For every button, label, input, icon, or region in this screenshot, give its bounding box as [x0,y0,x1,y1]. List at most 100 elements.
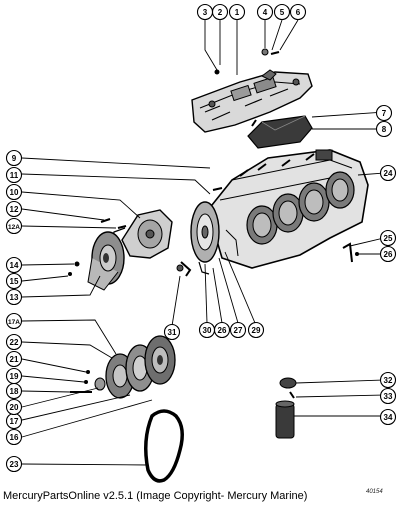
callout-16: 16 [5,428,23,446]
callout-number: 7 [382,109,387,118]
callout-number: 5 [280,8,285,17]
callout-8: 8 [375,120,393,138]
callout-number: 30 [203,326,212,335]
callout-number: 4 [263,8,268,17]
callout-25: 25 [379,229,397,247]
callout-circle [5,367,23,385]
callout-circle [379,245,397,263]
callout-circle [5,200,23,218]
callout-30: 30 [198,321,216,339]
oil-filter-drawing [275,377,297,439]
callout-31: 31 [163,323,181,341]
callout-number: 14 [10,261,19,270]
callout-circle [379,164,397,182]
manifold-hardware-drawing [214,48,280,75]
copyright-footer: MercuryPartsOnline v2.5.1 (Image Copyrig… [3,490,308,502]
callout-18: 18 [5,382,23,400]
water-pump-drawing [100,209,173,259]
callout-number: 16 [10,433,19,442]
timing-cover-drawing [190,187,223,275]
callout-21: 21 [5,350,23,368]
callout-33: 33 [379,387,397,405]
callout-number: 10 [10,188,19,197]
callout-number: 11 [10,171,19,180]
callout-number: 17A [8,319,20,326]
callout-14: 14 [5,256,23,274]
callout-5: 5 [273,3,291,21]
dipstick-tube-drawing [342,242,359,263]
callout-circle [5,217,23,235]
callout-number: 31 [168,328,177,337]
callout-circle [289,3,307,21]
callout-26: 26 [213,321,231,339]
callout-number: 33 [384,392,393,401]
callout-number: 15 [10,277,19,286]
callout-9: 9 [5,149,23,167]
callout-circle [228,3,246,21]
callout-circle [163,323,181,341]
callout-circle [5,428,23,446]
callout-19: 19 [5,367,23,385]
callout-number: 2 [218,8,223,17]
callout-circle [5,166,23,184]
callout-number: 12A [8,224,20,231]
crankshaft-pulley-drawing [70,335,176,399]
callout-number: 1 [235,8,240,17]
callout-circle [5,256,23,274]
callout-number: 23 [10,460,19,469]
callout-number: 25 [384,234,393,243]
callout-22: 22 [5,333,23,351]
callout-2: 2 [211,3,229,21]
callout-29: 29 [247,321,265,339]
callout-circle [196,3,214,21]
callout-number: 9 [12,154,17,163]
callout-circle [379,387,397,405]
callout-circle [379,229,397,247]
callout-circle [247,321,265,339]
callout-3: 3 [196,3,214,21]
callout-circle [5,333,23,351]
callout-circle [379,371,397,389]
drive-belt-drawing [144,409,184,483]
callout-number: 27 [234,326,243,335]
callout-circle [5,288,23,306]
callout-number: 6 [296,8,301,17]
callout-number: 8 [382,125,387,134]
water-pump-pulley-drawing [87,231,125,291]
callout-12a: 12A [5,217,23,235]
callout-number: 26 [384,250,393,259]
callout-1: 1 [228,3,246,21]
callout-circle [256,3,274,21]
callout-12: 12 [5,200,23,218]
callout-circle [5,272,23,290]
callout-number: 12 [10,205,19,214]
callout-circle [198,321,216,339]
callout-number: 32 [384,376,393,385]
callout-4: 4 [256,3,274,21]
callout-number: 34 [384,413,393,422]
callout-number: 21 [10,355,19,364]
callout-20: 20 [5,398,23,416]
callout-6: 6 [289,3,307,21]
callout-number: 19 [10,372,19,381]
callout-23: 23 [5,455,23,473]
cylinder-block-drawing [207,149,369,269]
callout-number: 22 [10,338,19,347]
callout-circle [5,183,23,201]
callout-number: 18 [10,387,19,396]
callout-circle [229,321,247,339]
callout-number: 20 [10,403,19,412]
callout-circle [375,104,393,122]
leader-lines [21,19,385,466]
callout-24: 24 [379,164,397,182]
callout-circle [5,398,23,416]
callout-circle [5,455,23,473]
callout-number: 3 [203,8,208,17]
callout-7: 7 [375,104,393,122]
callout-13: 13 [5,288,23,306]
figure-number: 40154 [366,489,383,495]
callout-number: 24 [384,169,393,178]
valley-baffle-drawing [247,115,313,149]
